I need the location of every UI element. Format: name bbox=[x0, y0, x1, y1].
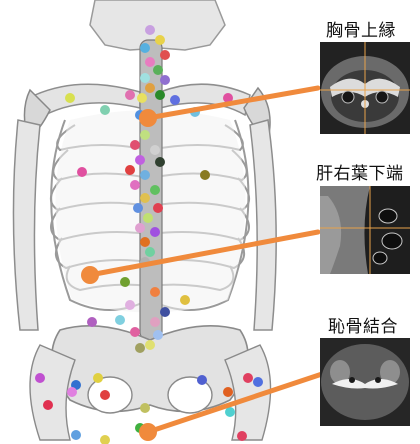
ct-panel-pubic bbox=[320, 338, 410, 426]
label-liver-bottom: 肝右葉下端 bbox=[316, 159, 404, 184]
ct-panel-sternum bbox=[320, 42, 410, 134]
ct-panel-liver bbox=[320, 186, 410, 274]
label-pubic-symphysis: 恥骨結合 bbox=[328, 312, 398, 337]
label-sternum-top: 胸骨上縁 bbox=[326, 16, 396, 41]
